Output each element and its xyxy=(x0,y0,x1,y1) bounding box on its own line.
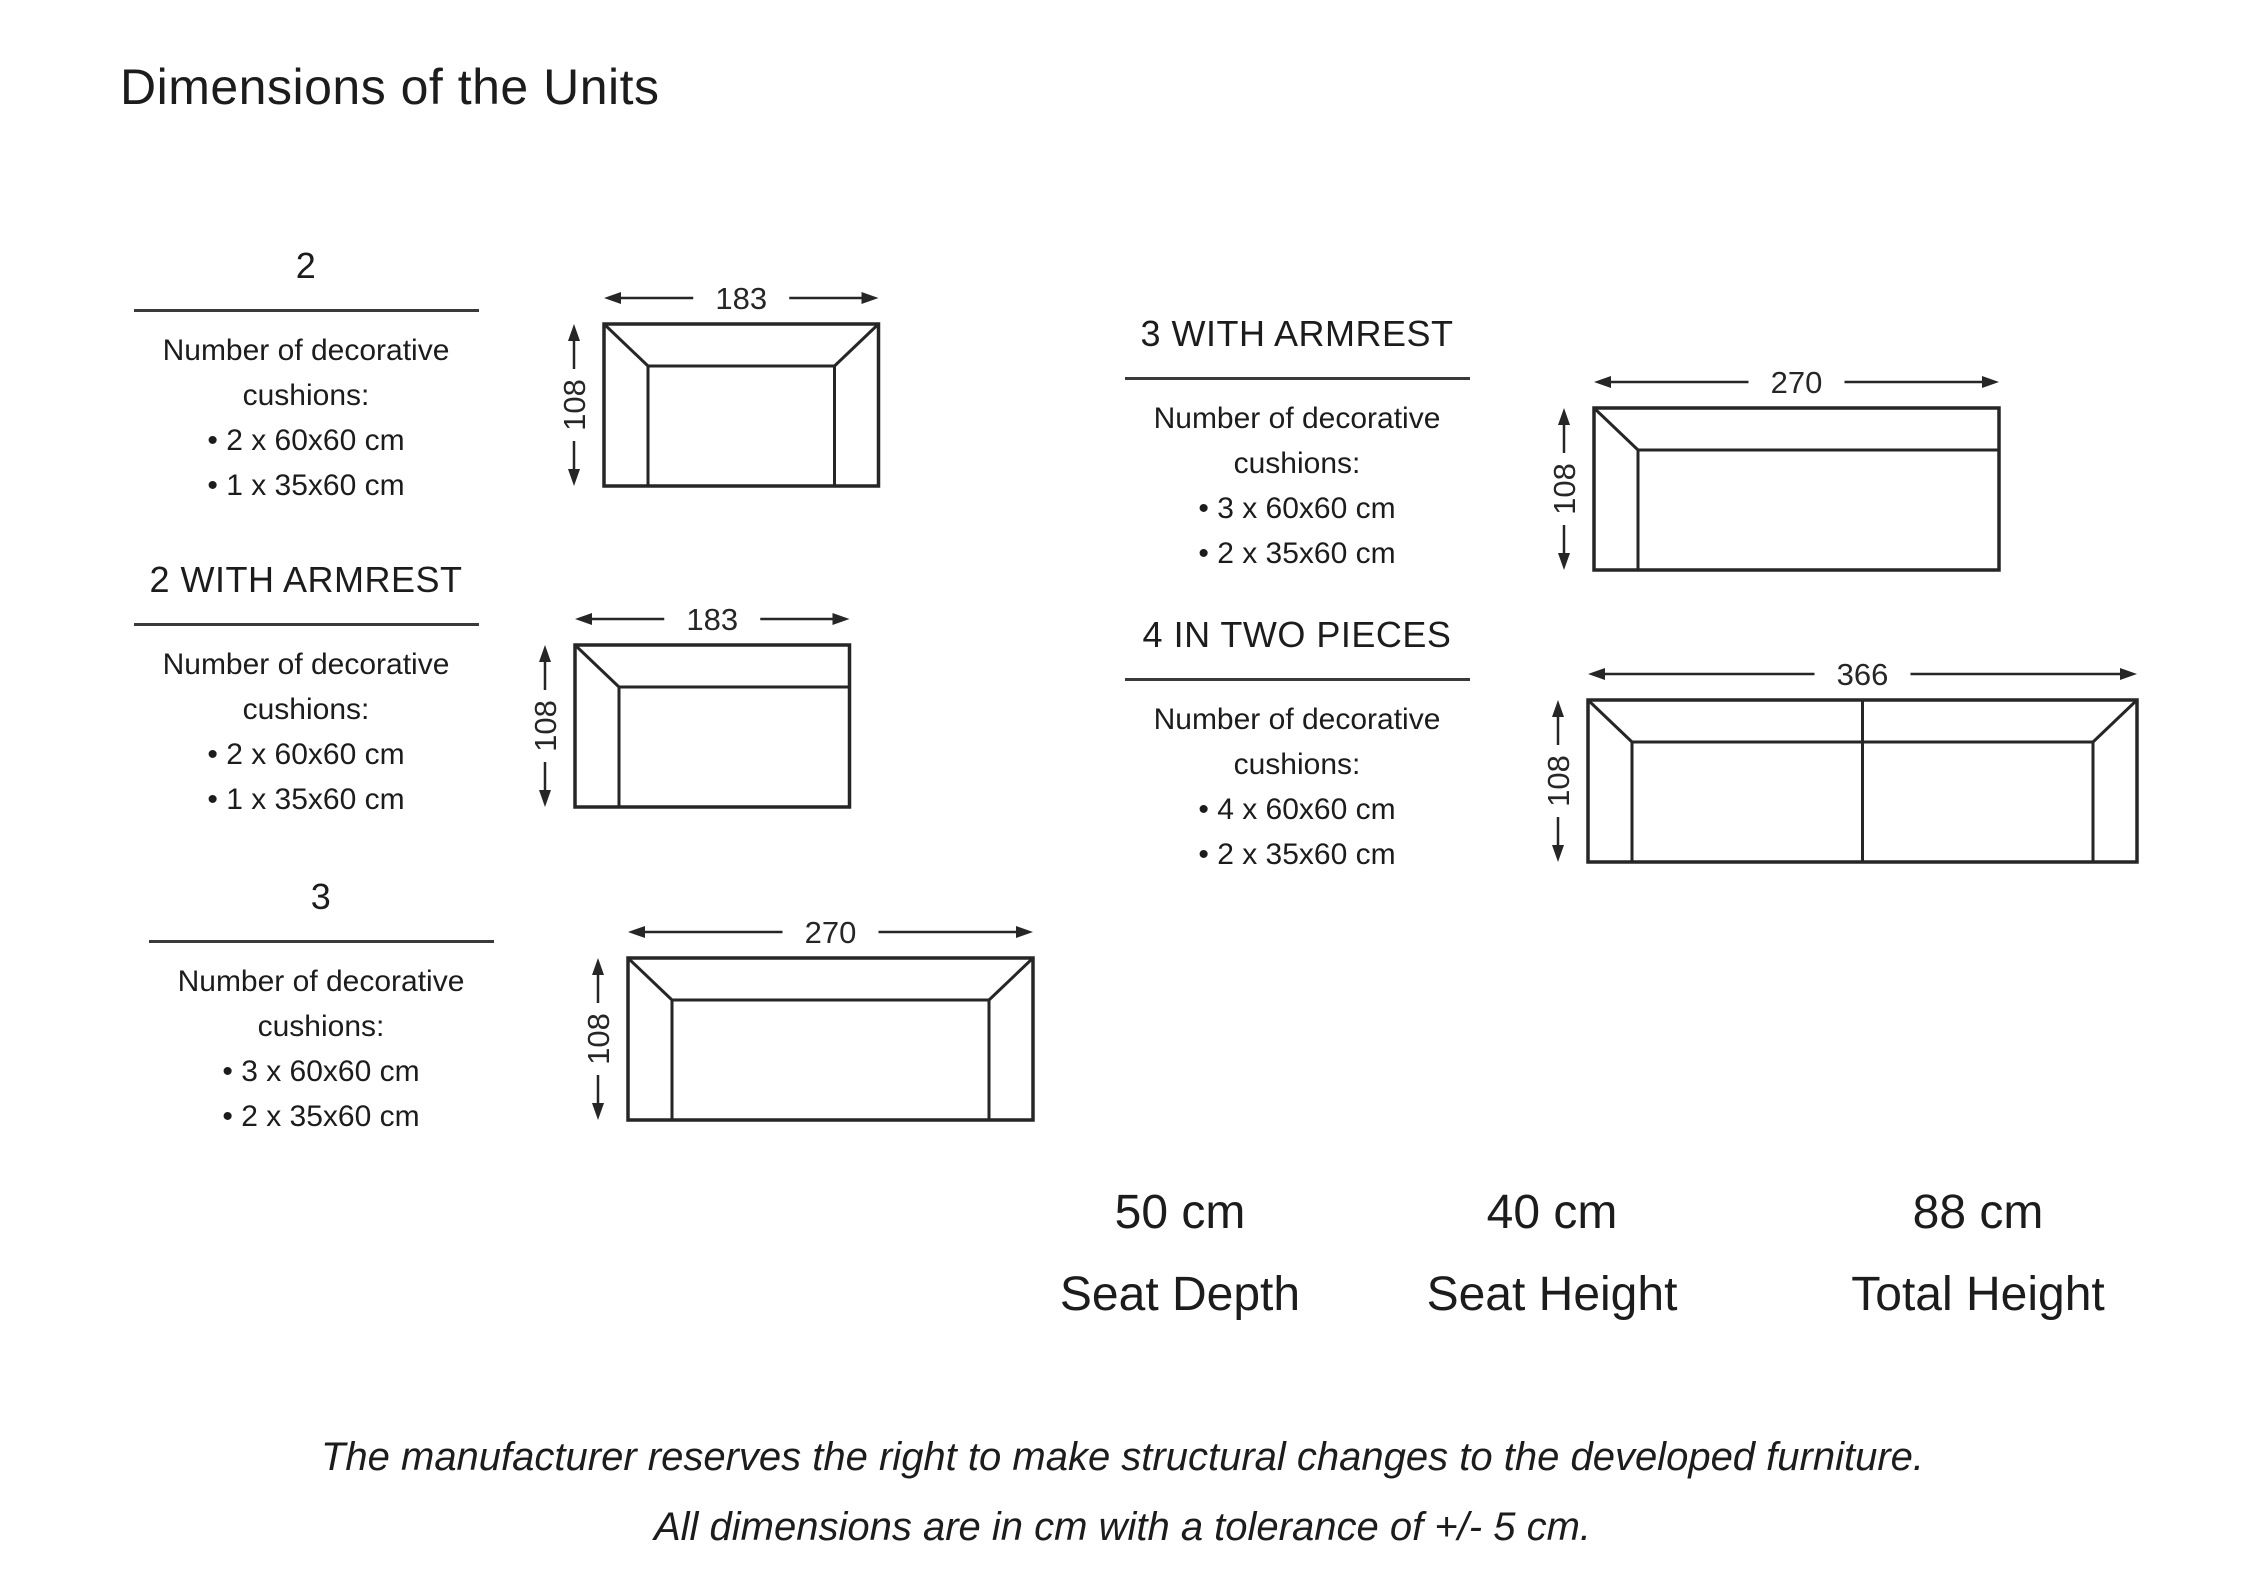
cushion-bullet: • 4 x 60x60 cm xyxy=(1198,793,1396,826)
stat-value: 40 cm xyxy=(1486,1186,1618,1239)
depth-dimension-label: 108 xyxy=(1541,755,1576,807)
disclaimer-line1: The manufacturer reserves the right to m… xyxy=(320,1435,1925,1479)
section-title: 3 WITH ARMREST xyxy=(1140,313,1454,354)
depth-dimension-label: 108 xyxy=(528,700,563,752)
cushions-label-line1: Number of decorative xyxy=(1153,402,1441,435)
heading-underline xyxy=(1124,678,1470,681)
stat-seat-depth: 50 cm Seat Depth xyxy=(980,1185,1380,1323)
stat-seat-height: 40 cm Seat Height xyxy=(1352,1185,1752,1323)
width-dimension-label: 183 xyxy=(686,602,738,637)
cushions-label-line1: Number of decorative xyxy=(162,334,450,367)
sofa-top-view-270-one-armrest: 270 108 xyxy=(1547,365,2001,572)
depth-dimension-label: 108 xyxy=(557,379,592,431)
stat-label: Total Height xyxy=(1851,1268,2105,1321)
cushion-bullet: • 2 x 60x60 cm xyxy=(207,424,405,457)
section-title: 2 WITH ARMREST xyxy=(149,559,463,600)
stat-label: Seat Height xyxy=(1426,1268,1678,1321)
disclaimer-line2: All dimensions are in cm with a toleranc… xyxy=(653,1505,1592,1549)
stat-label: Seat Depth xyxy=(1059,1268,1301,1321)
heading-underline xyxy=(148,940,494,943)
width-dimension-label: 183 xyxy=(715,281,767,316)
width-dimension-label: 366 xyxy=(1837,657,1889,692)
cushions-label-line1: Number of decorative xyxy=(162,648,450,681)
width-dimension-label: 270 xyxy=(1771,365,1823,400)
cushions-label-line2: cushions: xyxy=(1233,748,1361,781)
section-title: 4 IN TWO PIECES xyxy=(1142,614,1452,655)
depth-dimension-label: 108 xyxy=(581,1013,616,1065)
section-unit-3-with-armrest: 3 WITH ARMREST Number of decorative cush… xyxy=(1118,311,1476,576)
section-title: 3 xyxy=(310,876,332,917)
cushions-label-line2: cushions: xyxy=(242,693,370,726)
section-unit-2-with-armrest: 2 WITH ARMREST Number of decorative cush… xyxy=(127,557,485,822)
cushions-label-line2: cushions: xyxy=(1233,447,1361,480)
sofa-top-view-366-two-pieces: 366 108 xyxy=(1541,657,2139,864)
cushion-bullet: • 1 x 35x60 cm xyxy=(207,469,405,502)
sofa-top-view-270-two-armrests: 270 108 xyxy=(581,915,1035,1122)
depth-dimension-label: 108 xyxy=(1547,463,1582,515)
cushions-label-line1: Number of decorative xyxy=(177,965,465,998)
sofa-top-view-183-one-armrest: 183 108 xyxy=(528,602,852,809)
width-dimension-label: 270 xyxy=(805,915,857,950)
section-title: 2 xyxy=(295,245,317,286)
heading-underline xyxy=(133,309,479,312)
cushion-bullet: • 3 x 60x60 cm xyxy=(1198,492,1396,525)
page-title: Dimensions of the Units xyxy=(120,59,660,115)
cushion-bullet: • 3 x 60x60 cm xyxy=(222,1055,420,1088)
cushion-bullet: • 1 x 35x60 cm xyxy=(207,783,405,816)
heading-underline xyxy=(133,623,479,626)
stat-value: 50 cm xyxy=(1114,1186,1246,1239)
heading-underline xyxy=(1124,377,1470,380)
section-unit-3: 3 Number of decorative cushions: • 3 x 6… xyxy=(142,874,500,1139)
cushions-label-line2: cushions: xyxy=(242,379,370,412)
cushions-label-line1: Number of decorative xyxy=(1153,703,1441,736)
cushion-bullet: • 2 x 35x60 cm xyxy=(1198,838,1396,871)
sofa-top-view-183-two-armrests: 183 108 xyxy=(557,281,881,488)
section-unit-4-two-pieces: 4 IN TWO PIECES Number of decorative cus… xyxy=(1118,612,1476,877)
stat-value: 88 cm xyxy=(1912,1186,2044,1239)
cushion-bullet: • 2 x 35x60 cm xyxy=(222,1100,420,1133)
section-unit-2: 2 Number of decorative cushions: • 2 x 6… xyxy=(127,243,485,508)
cushions-label-line2: cushions: xyxy=(257,1010,385,1043)
cushion-bullet: • 2 x 35x60 cm xyxy=(1198,537,1396,570)
cushion-bullet: • 2 x 60x60 cm xyxy=(207,738,405,771)
stat-total-height: 88 cm Total Height xyxy=(1778,1185,2178,1323)
